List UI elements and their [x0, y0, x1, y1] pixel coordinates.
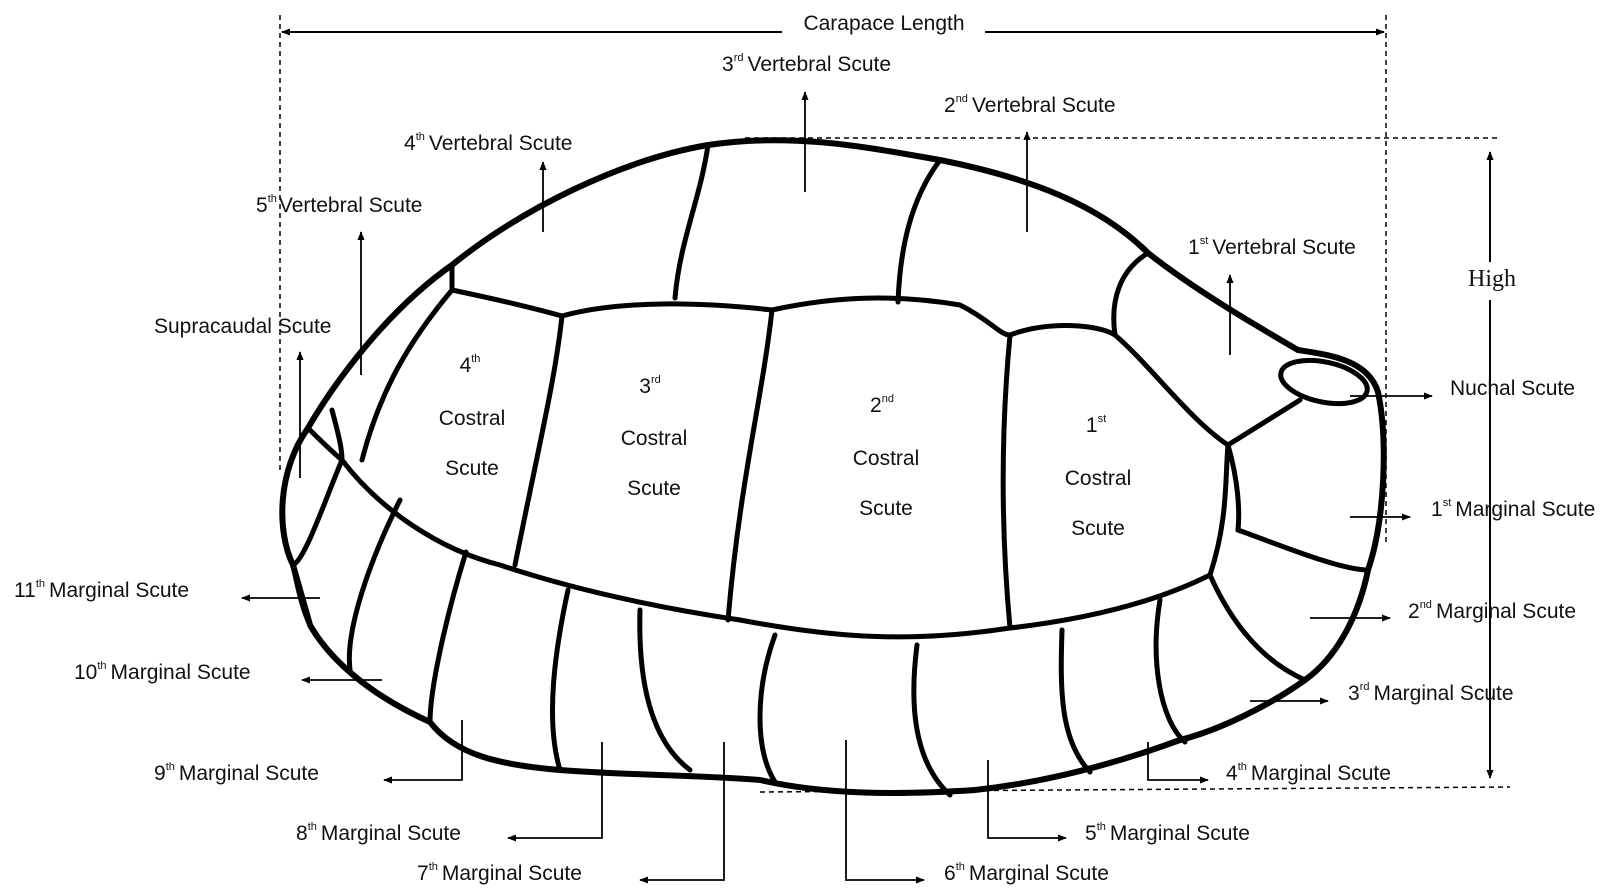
costal-scute-3-line2: Scute	[627, 477, 681, 500]
costal-scute-2-line1: Costral	[853, 447, 920, 470]
costal-scute-4-label: 4th	[460, 353, 481, 377]
costal-scute-2-line2: Scute	[859, 497, 913, 520]
costal-scute-4-line2: Scute	[445, 457, 499, 480]
length-dimension: Carapace Length	[282, 12, 1384, 35]
supracaudal-scute-label: Supracaudal Scute	[154, 315, 331, 338]
costal-scute-3-line1: Costral	[621, 427, 688, 450]
height-label: High	[1468, 266, 1516, 292]
costal-scute-1-line2: Scute	[1071, 517, 1125, 540]
costal-scute-4-line1: Costral	[439, 407, 506, 430]
length-label: Carapace Length	[803, 12, 964, 35]
costal-scute-3-label: 3rd	[639, 374, 660, 398]
costal-scute-labels: 4th Costral Scute 3rd Costral Scute 2nd …	[439, 353, 1132, 540]
costal-scute-1-line1: Costral	[1065, 467, 1132, 490]
costal-scute-2-label: 2nd	[870, 393, 894, 417]
marginal-6-pointer	[846, 740, 924, 880]
nuchal-scute-label: Nuchal Scute	[1450, 377, 1575, 400]
vertebral-scute-5-label: 5thVertebral Scute	[256, 193, 422, 217]
marginal-9-pointer	[384, 720, 462, 780]
costal-scute-1-label: 1st	[1086, 413, 1106, 437]
marginal-5-pointer	[988, 760, 1066, 838]
